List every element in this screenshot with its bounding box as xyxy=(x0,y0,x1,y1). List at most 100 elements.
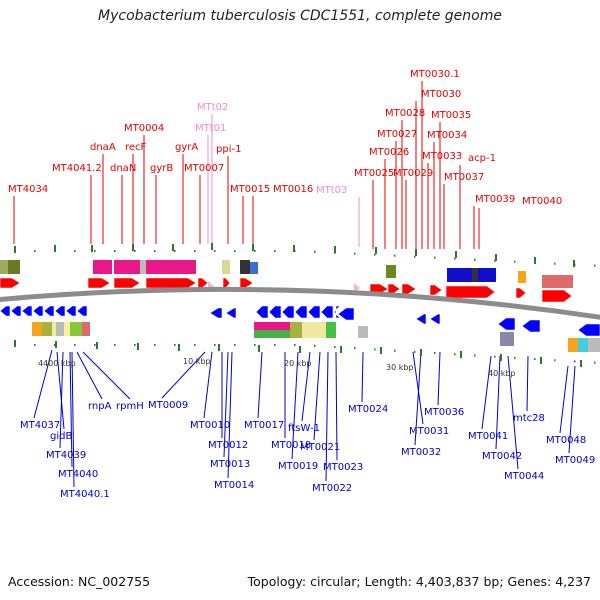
connector-mt0036 xyxy=(437,351,441,406)
forward-gene xyxy=(0,277,21,289)
label-ppi-1: ppi-1 xyxy=(216,144,241,155)
label-mt0025: MT0025 xyxy=(354,168,394,179)
connector-mt0048 xyxy=(559,365,569,434)
label-mt0007: MT0007 xyxy=(184,163,224,174)
feature-block xyxy=(146,260,168,274)
label-mt0021: MT0021 xyxy=(300,442,340,453)
feature-block xyxy=(578,338,588,352)
feature-block xyxy=(588,338,600,352)
reverse-gene xyxy=(209,307,223,319)
feature-block xyxy=(358,326,368,338)
connector-gidb xyxy=(56,351,65,430)
scale-tick-minor xyxy=(94,344,96,346)
scale-tick-minor xyxy=(74,344,76,346)
label-mt0034: MT0034 xyxy=(427,130,467,141)
scale-tick-minor xyxy=(554,359,556,362)
scale-tick xyxy=(252,244,254,251)
scale-tick-minor xyxy=(454,353,456,356)
feature-block xyxy=(542,275,573,288)
reverse-gene xyxy=(294,305,308,319)
label-mt0029: MT0029 xyxy=(393,168,433,179)
map-title: Mycobacterium tuberculosis CDC1551, comp… xyxy=(98,8,502,24)
scale-tick xyxy=(420,349,422,356)
label-mt0012: MT0012 xyxy=(208,440,248,451)
forward-gene xyxy=(145,277,197,289)
connector-mt0010 xyxy=(203,351,213,419)
scale-label-20-kbp: 20 kbp xyxy=(284,359,312,368)
scale-tick-minor xyxy=(334,251,336,254)
label-mt0049: MT0049 xyxy=(555,455,595,466)
reverse-gene xyxy=(225,307,237,319)
connector-mt4040-1 xyxy=(71,351,75,488)
scale-tick xyxy=(137,343,139,350)
feature-block xyxy=(326,322,336,338)
connector-ftsw-1 xyxy=(301,351,311,422)
scale-tick-minor xyxy=(394,254,396,257)
label-mt0026: MT0026 xyxy=(369,147,409,158)
feature-block xyxy=(254,330,290,338)
scale-tick xyxy=(218,344,220,351)
scale-label-10-kbp: 10 kbp xyxy=(183,357,211,366)
label-mt0016: MT0016 xyxy=(273,184,313,195)
scale-tick xyxy=(178,344,180,351)
label-mt0013: MT0013 xyxy=(210,459,250,470)
scale-tick-minor xyxy=(594,264,596,267)
scale-tick-minor xyxy=(194,250,196,252)
scale-tick-minor xyxy=(374,253,376,256)
reverse-gene xyxy=(281,305,295,319)
feature-block xyxy=(568,338,578,352)
reverse-gene xyxy=(320,305,334,319)
label-rpmh: rpmH xyxy=(116,401,144,412)
scale-tick xyxy=(132,244,134,251)
connector-mt4037 xyxy=(33,349,53,419)
label-dnan: dnaN xyxy=(110,163,136,174)
feature-block xyxy=(168,260,196,274)
connector-mt0044 xyxy=(507,355,519,470)
label-mt0004: MT0004 xyxy=(124,123,164,134)
label-mt0009: MT0009 xyxy=(148,400,188,411)
connector-mt0032 xyxy=(414,351,422,446)
reverse-gene xyxy=(268,305,282,319)
scale-tick xyxy=(293,245,295,252)
feature-block xyxy=(518,271,526,283)
scale-tick xyxy=(580,360,582,367)
reverse-gene xyxy=(577,323,600,337)
reverse-gene xyxy=(429,313,441,325)
scale-tick-minor xyxy=(474,258,476,261)
reverse-gene xyxy=(337,307,355,321)
gene-features xyxy=(0,260,600,352)
feature-block xyxy=(478,268,496,282)
scale-tick-minor xyxy=(514,260,516,263)
scale-tick-minor xyxy=(574,360,576,363)
label-mtc28: mtc28 xyxy=(513,413,545,424)
forward-gene xyxy=(222,277,231,289)
label-mt0030-1: MT0030.1 xyxy=(410,69,460,80)
scale-tick xyxy=(54,245,56,252)
label-mt0042: MT0042 xyxy=(482,451,522,462)
feature-labels: MT4034MT4041.2dnaAdnaNrecFMT0004gyrBgyrA… xyxy=(8,69,595,500)
scale-tick xyxy=(500,354,502,361)
scale-tick xyxy=(299,346,301,353)
scale-tick xyxy=(14,340,16,347)
scale-tick-minor xyxy=(514,356,516,359)
scale-tick xyxy=(380,347,382,354)
scale-tick-minor xyxy=(374,348,376,351)
scale-tick-minor xyxy=(274,250,276,252)
reverse-gene xyxy=(54,305,66,317)
scale-tick-minor xyxy=(14,250,16,252)
scale-tick-minor xyxy=(454,257,456,260)
label-mt0041: MT0041 xyxy=(468,431,508,442)
label-gyra: gyrA xyxy=(175,142,198,153)
connector-mt0041 xyxy=(481,355,492,430)
scale-tick xyxy=(96,342,98,349)
scale-tick-minor xyxy=(114,250,116,252)
label-mt0031: MT0031 xyxy=(409,426,449,437)
label-mt0018: MT0018 xyxy=(271,440,311,451)
label-gidb: gidB xyxy=(50,431,72,442)
feature-block xyxy=(500,332,514,346)
label-mt4039: MT4039 xyxy=(46,450,86,461)
label-mt0022: MT0022 xyxy=(312,483,352,494)
feature-block xyxy=(250,262,258,274)
label-mt0010: MT0010 xyxy=(190,420,230,431)
connector-mt0024 xyxy=(361,351,364,403)
